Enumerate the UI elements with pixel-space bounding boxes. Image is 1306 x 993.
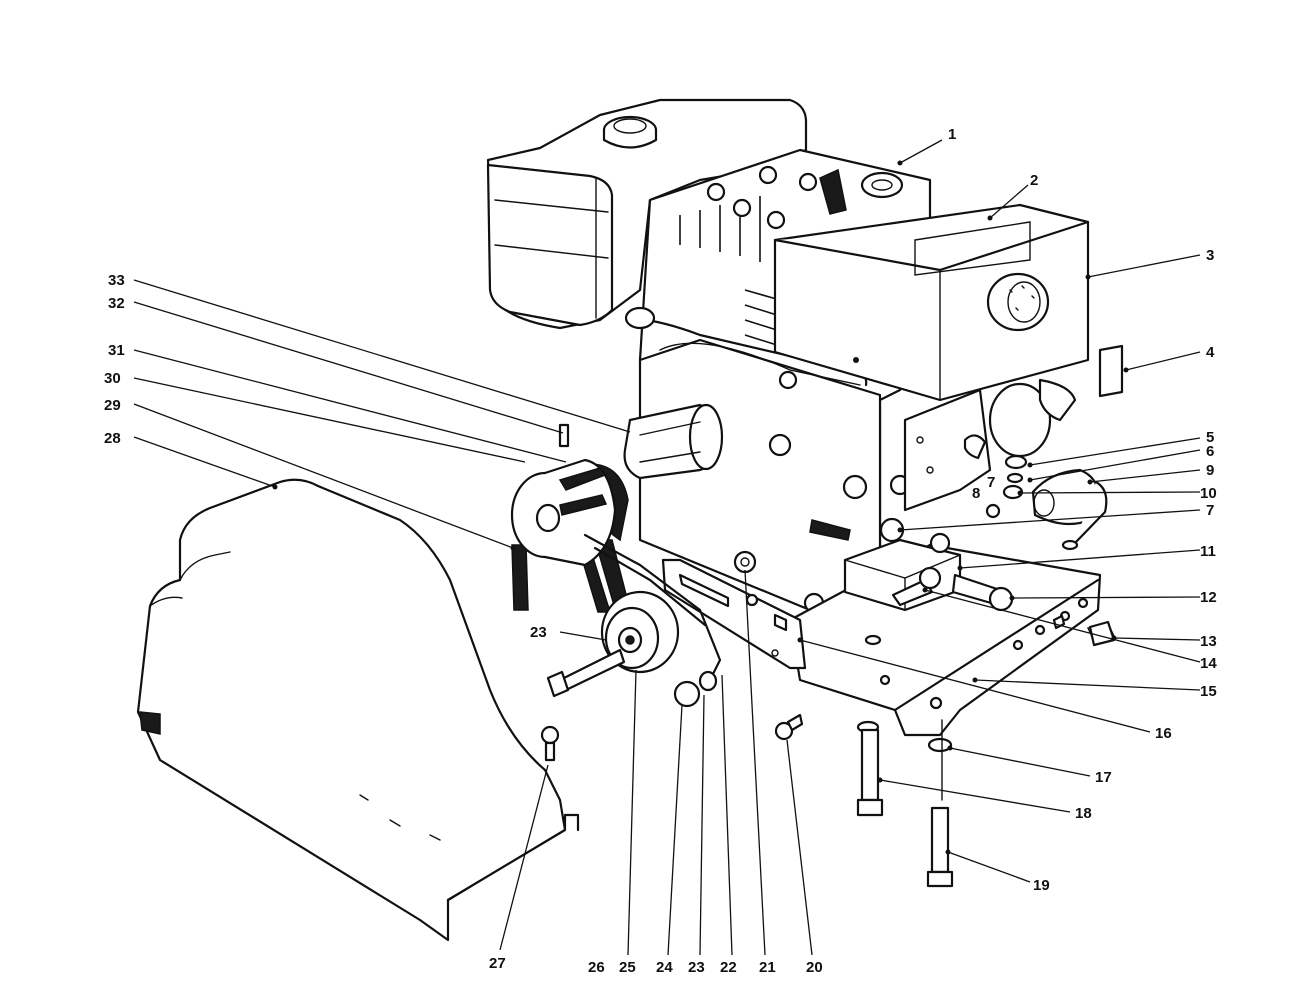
callout-26: 26 <box>588 959 605 976</box>
callout-20: 20 <box>806 959 823 976</box>
callout-31: 31 <box>108 342 125 359</box>
callout-29: 29 <box>104 397 121 414</box>
heat-shield <box>1098 344 1124 398</box>
callout-23a: 23 <box>530 624 547 641</box>
callout-labels: 1 2 3 4 5 6 7 7 8 9 10 11 12 13 14 15 16… <box>104 126 1217 976</box>
callout-22: 22 <box>720 959 737 976</box>
belt-guard-cover <box>136 478 580 942</box>
callout-6: 6 <box>1206 443 1214 460</box>
callout-5: 5 <box>1206 429 1214 446</box>
callout-24: 24 <box>656 959 673 976</box>
blower-shroud <box>773 203 1090 402</box>
callout-33: 33 <box>108 272 125 289</box>
callout-1: 1 <box>948 126 956 143</box>
callout-23b: 23 <box>688 959 705 976</box>
callout-21: 21 <box>759 959 776 976</box>
loose-hardware <box>540 620 1116 888</box>
callout-10: 10 <box>1200 485 1217 502</box>
crankshaft <box>623 403 724 480</box>
callout-19: 19 <box>1033 877 1050 894</box>
callout-7a: 7 <box>987 474 995 491</box>
callout-2: 2 <box>1030 172 1038 189</box>
leader-lines <box>133 139 1201 956</box>
callout-8: 8 <box>972 485 980 502</box>
callout-4: 4 <box>1206 344 1215 361</box>
callout-30: 30 <box>104 370 121 387</box>
callout-14: 14 <box>1200 655 1217 672</box>
idler-bracket <box>661 550 807 670</box>
fuel-tank <box>486 98 808 330</box>
callout-12: 12 <box>1200 589 1217 606</box>
muffler-assembly <box>903 344 1124 551</box>
callout-11: 11 <box>1200 543 1216 560</box>
callout-15: 15 <box>1200 683 1217 700</box>
callout-18: 18 <box>1075 805 1092 822</box>
callout-9: 9 <box>1206 462 1214 479</box>
callout-13: 13 <box>1200 633 1217 650</box>
callout-28: 28 <box>104 430 121 447</box>
callout-27: 27 <box>489 955 506 972</box>
callout-16: 16 <box>1155 725 1172 742</box>
belt-and-pulleys <box>510 423 722 708</box>
callout-7b: 7 <box>1206 502 1214 519</box>
engine-base-plate <box>788 517 1102 737</box>
callout-3: 3 <box>1206 247 1214 264</box>
callout-17: 17 <box>1095 769 1112 786</box>
decal-plate <box>914 221 1031 276</box>
callout-32: 32 <box>108 295 125 312</box>
callout-25: 25 <box>619 959 636 976</box>
